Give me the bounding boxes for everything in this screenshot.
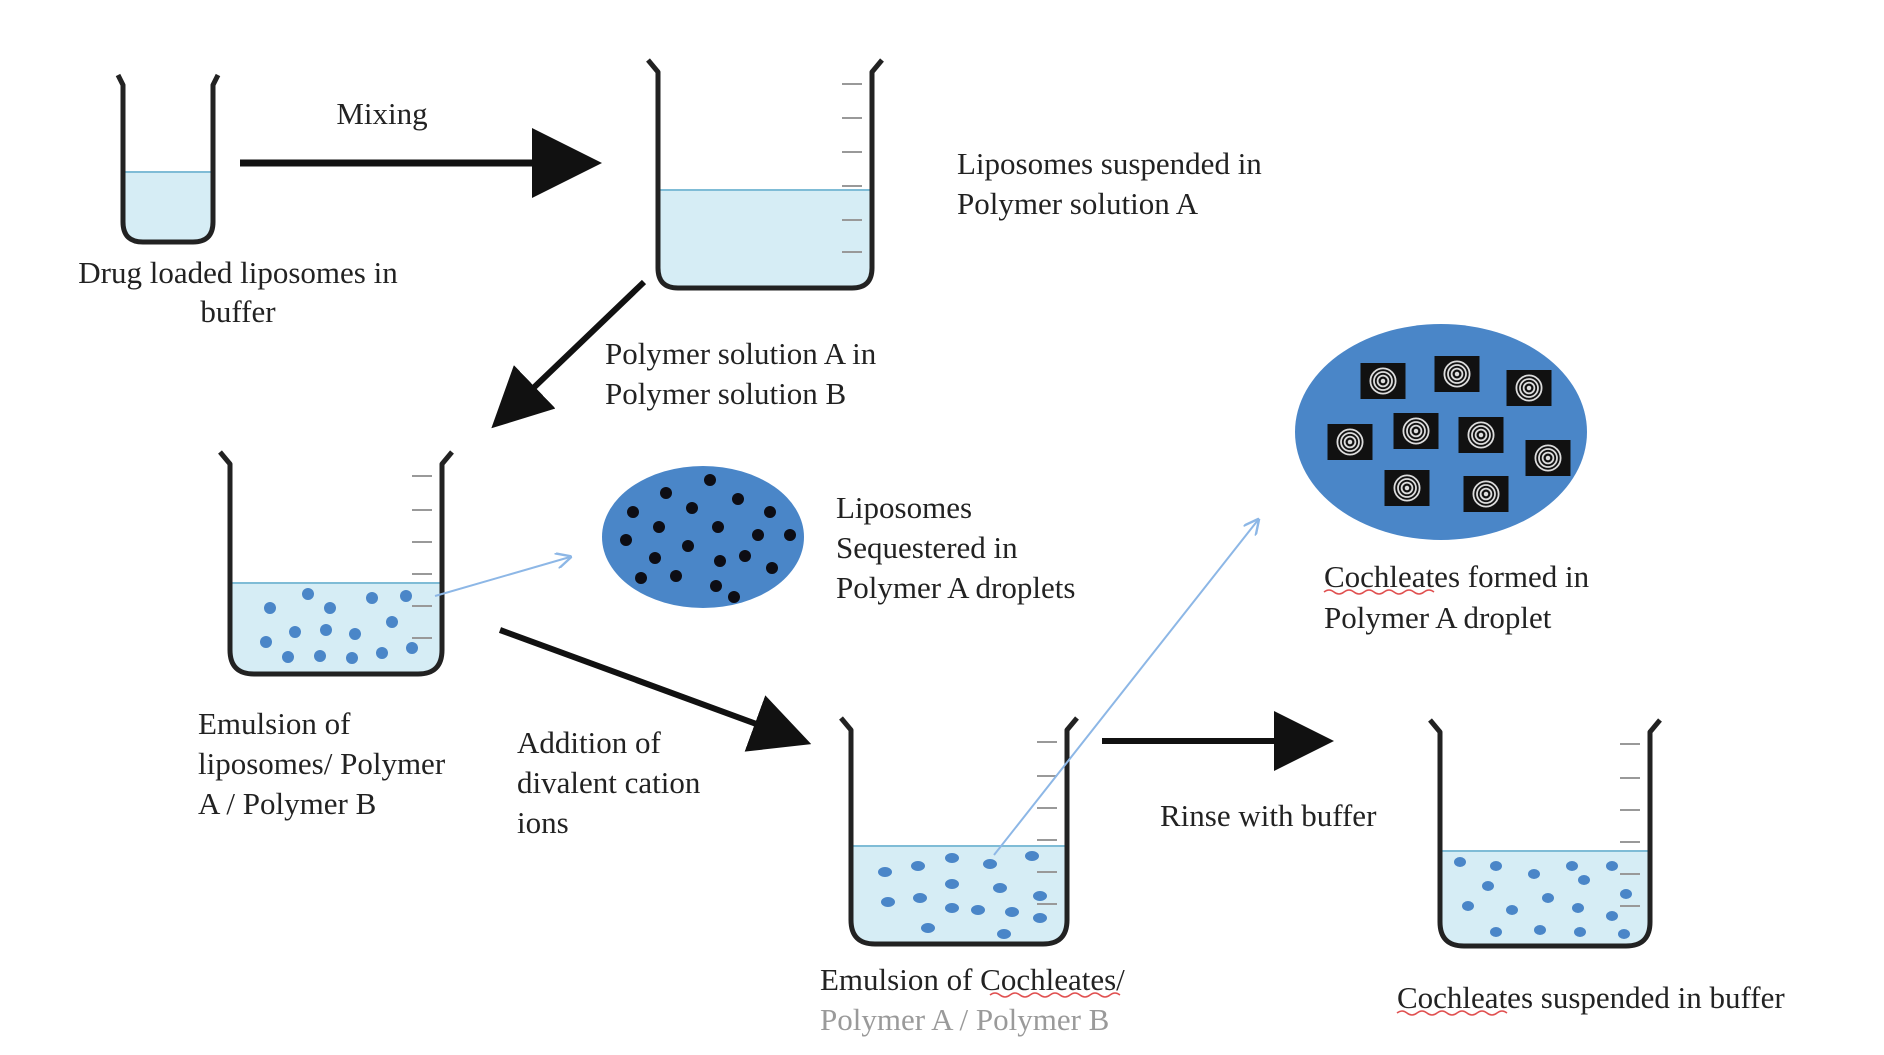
liposome-droplets	[260, 588, 418, 664]
beaker-icon	[1428, 718, 1662, 949]
emulsion-liposomes-label-line1: Emulsion of	[198, 706, 351, 741]
spellcheck-underline	[1396, 1010, 1508, 1016]
emulsion-liposomes-label-line2: liposomes/ Polymer	[198, 746, 446, 781]
beaker-1-liquid	[658, 190, 872, 288]
liposomes-sequestered-label-line3: Polymer A droplets	[836, 570, 1075, 605]
mixing-label: Mixing	[336, 96, 427, 131]
cochleates-formed-label-line2: Polymer A droplet	[1324, 600, 1552, 635]
spellcheck-underline	[1323, 589, 1435, 595]
polymer-a-in-b-label-line1: Polymer solution A in	[605, 336, 877, 371]
liposomes-suspended-label-line2: Polymer solution A	[957, 186, 1199, 221]
cochleates-formed-label-line1: Cochleates formed in	[1324, 559, 1590, 594]
liposomes-sequestered-label-line1: Liposomes	[836, 490, 972, 525]
polymer-a-in-b-label-line2: Polymer solution B	[605, 376, 846, 411]
liposome-dot-icon	[620, 474, 796, 603]
emulsify-arrow	[491, 279, 647, 429]
beaker-icon	[218, 450, 454, 677]
beaker-3-liquid	[851, 846, 1067, 944]
beaker-icon	[839, 716, 1079, 947]
addition-cations-label-line3: ions	[517, 805, 569, 840]
beaker-icon	[646, 58, 884, 291]
cochleate-droplets	[878, 851, 1047, 939]
liposomes-sequestered-label-line2: Sequestered in	[836, 530, 1018, 565]
polymer-a-droplet-liposomes	[602, 466, 804, 608]
zoom-pointer-1	[434, 557, 570, 597]
spellcheck-underline	[989, 992, 1121, 998]
drug-liposomes-label-line1: Drug loaded liposomes in	[78, 255, 398, 290]
liposomes-suspended-label-line1: Liposomes suspended in	[957, 146, 1262, 181]
cochleate-suspension-particles	[1454, 857, 1632, 939]
test-tube-icon	[115, 73, 221, 245]
addition-cations-label-line2: divalent cation	[517, 765, 701, 800]
drug-liposomes-label-line2: buffer	[200, 294, 276, 329]
beaker-2-liquid	[230, 583, 442, 674]
emulsion-cochleates-label-line2: Polymer A / Polymer B	[820, 1002, 1109, 1037]
cochleates-buffer-label: Cochleates suspended in buffer	[1397, 980, 1785, 1015]
emulsion-liposomes-label-line3: A / Polymer B	[198, 786, 376, 821]
addition-cations-label-line1: Addition of	[517, 725, 661, 760]
rinse-label: Rinse with buffer	[1160, 798, 1377, 833]
test-tube-liquid	[123, 172, 213, 242]
zoom-pointer-2	[993, 520, 1258, 856]
polymer-a-droplet-cochleates	[1295, 324, 1587, 540]
emulsion-cochleates-label-line1: Emulsion of Cochleates/	[820, 962, 1125, 997]
cation-addition-arrow	[498, 627, 812, 752]
